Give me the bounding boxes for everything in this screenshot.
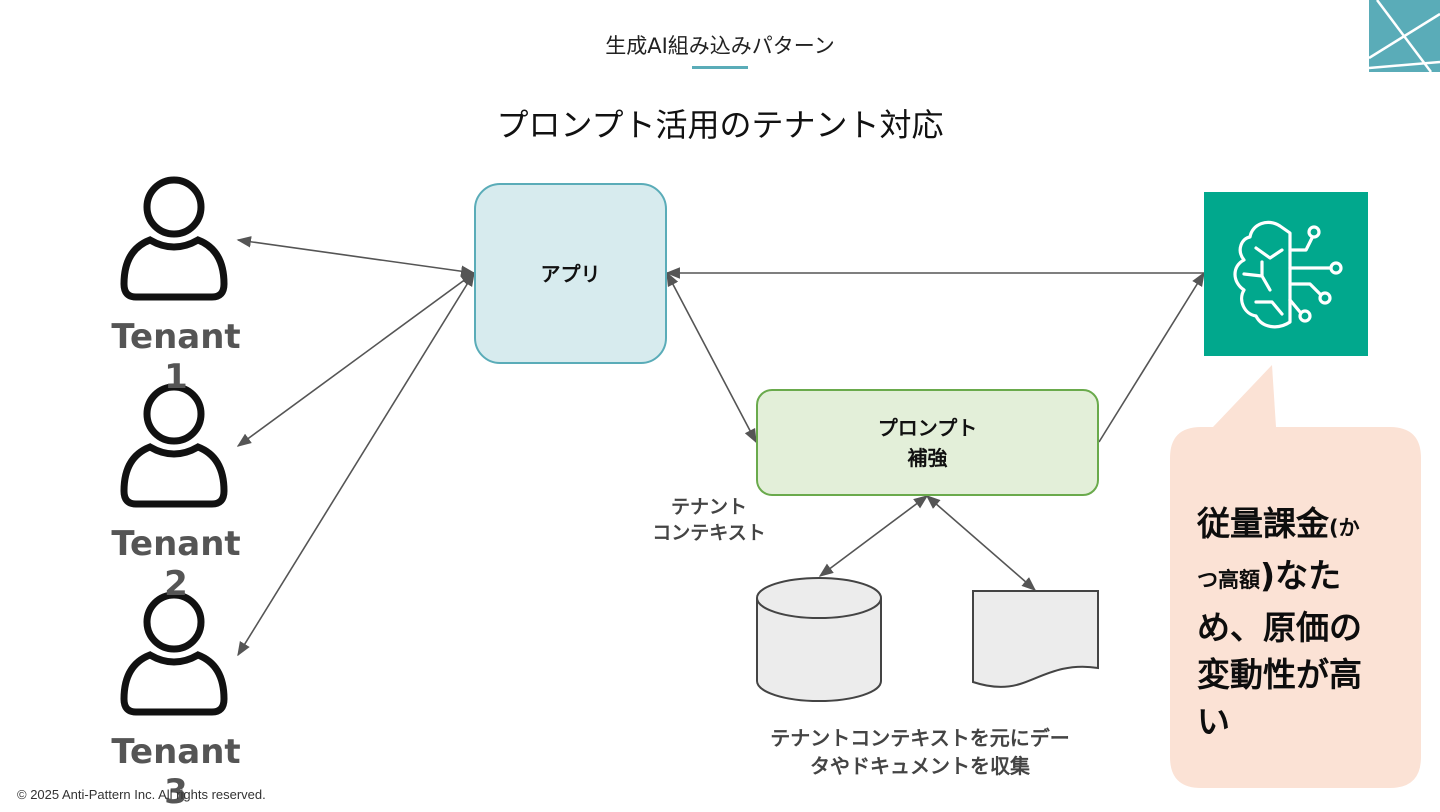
- ai-brain-icon: [1204, 192, 1368, 356]
- title-underline: [692, 66, 748, 69]
- callout-part4: )なた: [1260, 556, 1342, 595]
- document-icon: [972, 590, 1099, 688]
- arrow-tenant2-app: [236, 272, 476, 447]
- arrow-prompt-llm: [1098, 271, 1205, 443]
- section-title: 生成AI組み込みパターン: [605, 34, 835, 58]
- callout-part2: (か: [1329, 516, 1360, 540]
- tenant-label-1: Tenant 1: [111, 317, 241, 397]
- documents-caption: テナントコンテキストを元にデー タやドキュメントを収集: [760, 724, 1080, 780]
- app-box: アプリ: [474, 183, 667, 364]
- slide-title: プロンプト活用のテナント対応: [496, 106, 944, 144]
- prompt-augmentation-box: プロンプト 補強: [756, 389, 1099, 496]
- arrow-prompt-database: [818, 495, 929, 577]
- callout-part3: つ高額: [1197, 568, 1260, 592]
- callout-part6: 変動性が高: [1197, 655, 1362, 694]
- callout-part7: い: [1197, 702, 1230, 741]
- speech-bubble: [1170, 365, 1421, 788]
- prompt-box-line1: プロンプト: [877, 415, 978, 440]
- tenant-context-line2: コンテキスト: [652, 522, 766, 544]
- arrow-tenant3-app: [237, 271, 475, 657]
- person-icon-tenant-3: [120, 591, 228, 716]
- logo-icon: [1369, 0, 1440, 72]
- arrow-tenant1-app: [236, 236, 476, 277]
- documents-caption-line2: タやドキュメントを収集: [810, 754, 1030, 778]
- copyright: © 2025 Anti-Pattern Inc. All rights rese…: [17, 787, 266, 802]
- tenant-context-label: テナント コンテキスト: [642, 494, 776, 546]
- tenant-label-3: Tenant 3: [111, 732, 241, 812]
- app-box-label: アプリ: [540, 261, 601, 286]
- person-icon-tenant-1: [120, 176, 228, 301]
- database-icon: [756, 577, 882, 702]
- arrow-app-prompt: [666, 271, 757, 444]
- tenant-context-line1: テナント: [670, 496, 747, 518]
- person-icon-tenant-2: [120, 383, 228, 508]
- callout-part1: 従量課金: [1197, 504, 1329, 543]
- arrow-prompt-document: [925, 495, 1037, 591]
- prompt-box-line2: 補強: [907, 445, 948, 470]
- callout-part5: め、原価の: [1197, 608, 1362, 647]
- callout-text: 従量課金(か つ高額)なた め、原価の 変動性が高 い: [1197, 500, 1407, 745]
- documents-caption-line1: テナントコンテキストを元にデー: [770, 726, 1070, 750]
- tenant-label-2: Tenant 2: [111, 524, 241, 604]
